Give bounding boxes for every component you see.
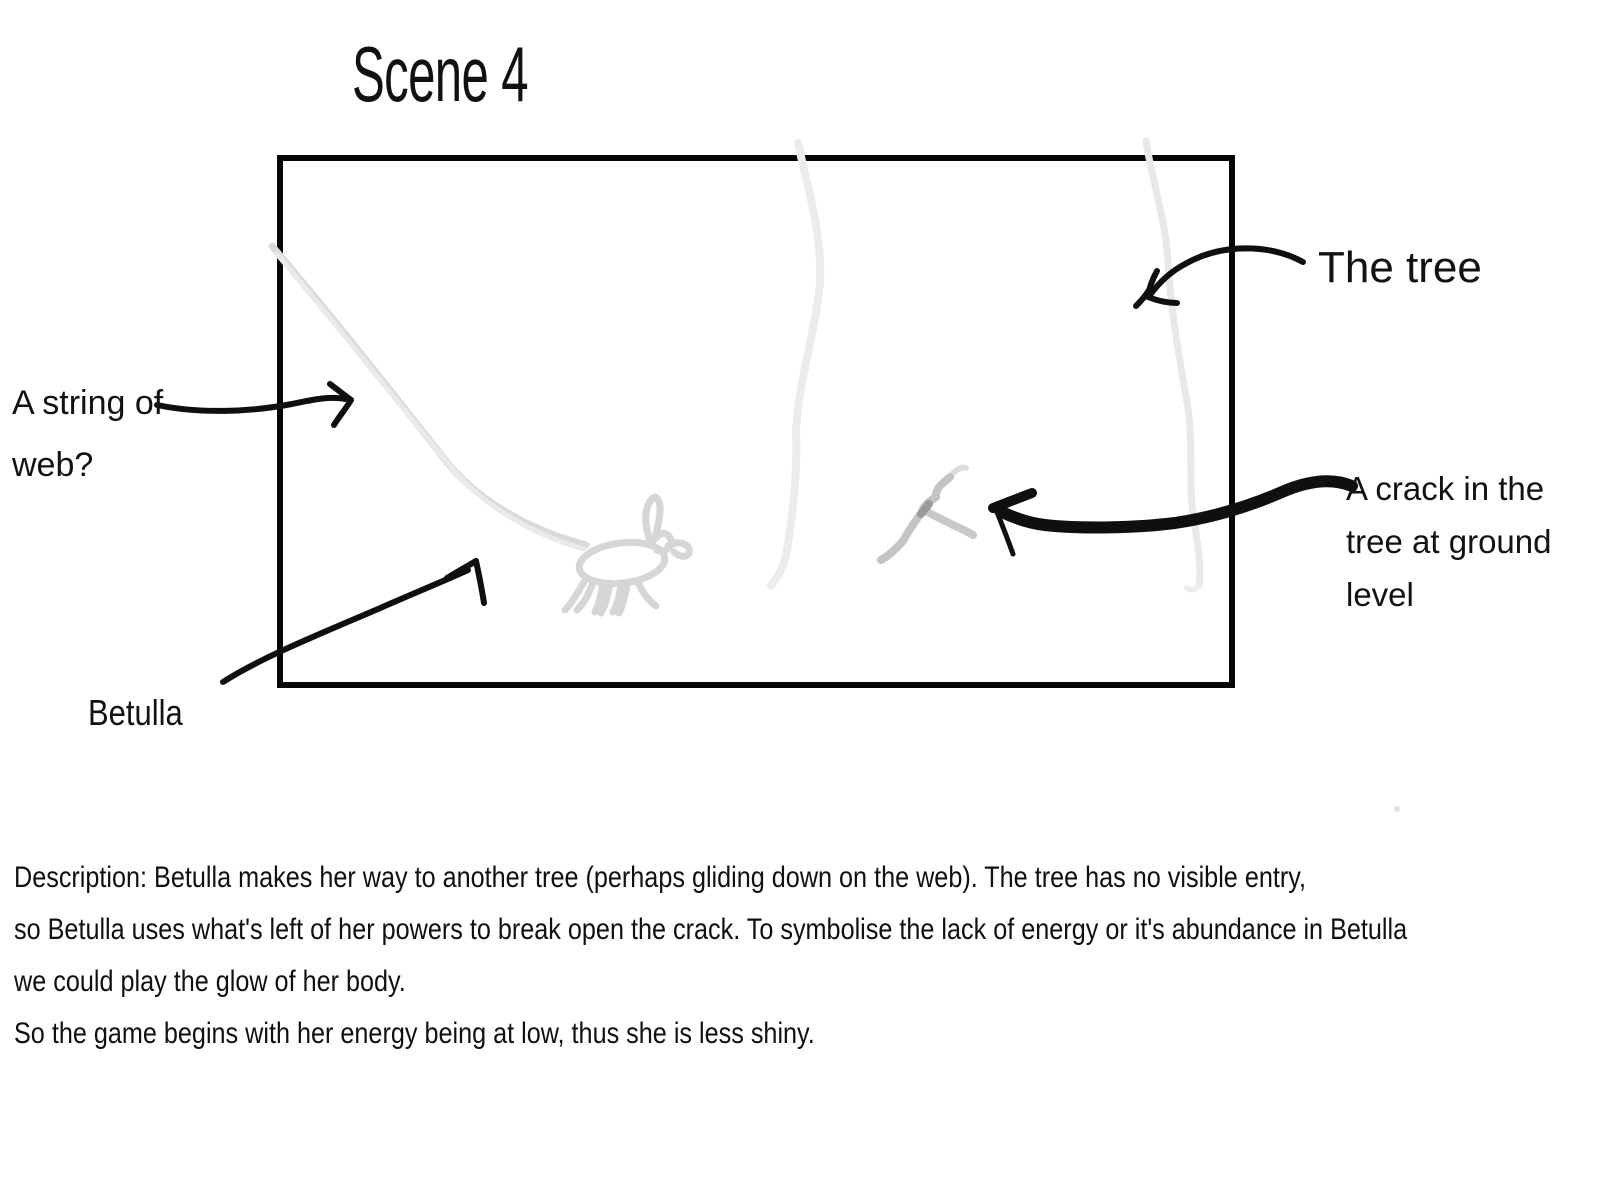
scene-title: Scene 4 [352,30,529,118]
description-line: So the game begins with her energy being… [14,1017,815,1050]
crack-label-line2: tree at ground [1346,523,1552,560]
web-label-line2: web? [12,446,94,484]
tree-label: The tree [1318,243,1482,292]
web-label-line1: A string of [12,384,164,422]
description-block: Description: Betulla makes her way to an… [14,852,1407,1060]
crack-label-line3: level [1346,576,1414,613]
stray-mark [1394,806,1400,812]
description-line: we could play the glow of her body. [14,965,406,998]
description-line: Description: Betulla makes her way to an… [14,861,1306,894]
crack-label: A crack in the tree at ground level [1346,462,1551,621]
crack-label-line1: A crack in the [1346,470,1545,507]
description-line: so Betulla uses what's left of her power… [14,913,1408,946]
scene-frame [277,155,1235,688]
web-label: A string of web? [12,372,163,496]
betulla-label: Betulla [88,692,183,733]
